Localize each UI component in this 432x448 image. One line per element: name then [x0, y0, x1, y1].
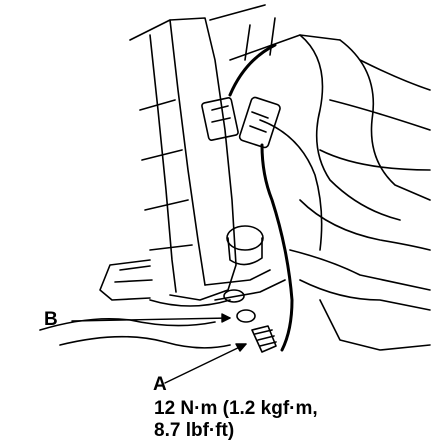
- electrical-connectors: [201, 43, 294, 352]
- torque-specification: 12 N·m (1.2 kgf·m, 8.7 lbf·ft): [154, 398, 318, 442]
- leader-b-arrow: [221, 313, 231, 323]
- callout-label-b: B: [44, 309, 58, 330]
- leader-a-arrow: [235, 343, 247, 352]
- torque-line-2: 8.7 lbf·ft): [154, 420, 235, 441]
- torque-line-1: 12 N·m (1.2 kgf·m,: [154, 398, 318, 419]
- engine-block: [39, 17, 286, 349]
- leader-lines: [71, 313, 247, 384]
- sensor-assembly: [223, 289, 277, 353]
- leader-b: [71, 317, 231, 322]
- intake-manifold: [209, 4, 431, 351]
- leader-a: [164, 343, 247, 384]
- mount-boss: [226, 225, 264, 266]
- callout-label-a: A: [153, 374, 167, 395]
